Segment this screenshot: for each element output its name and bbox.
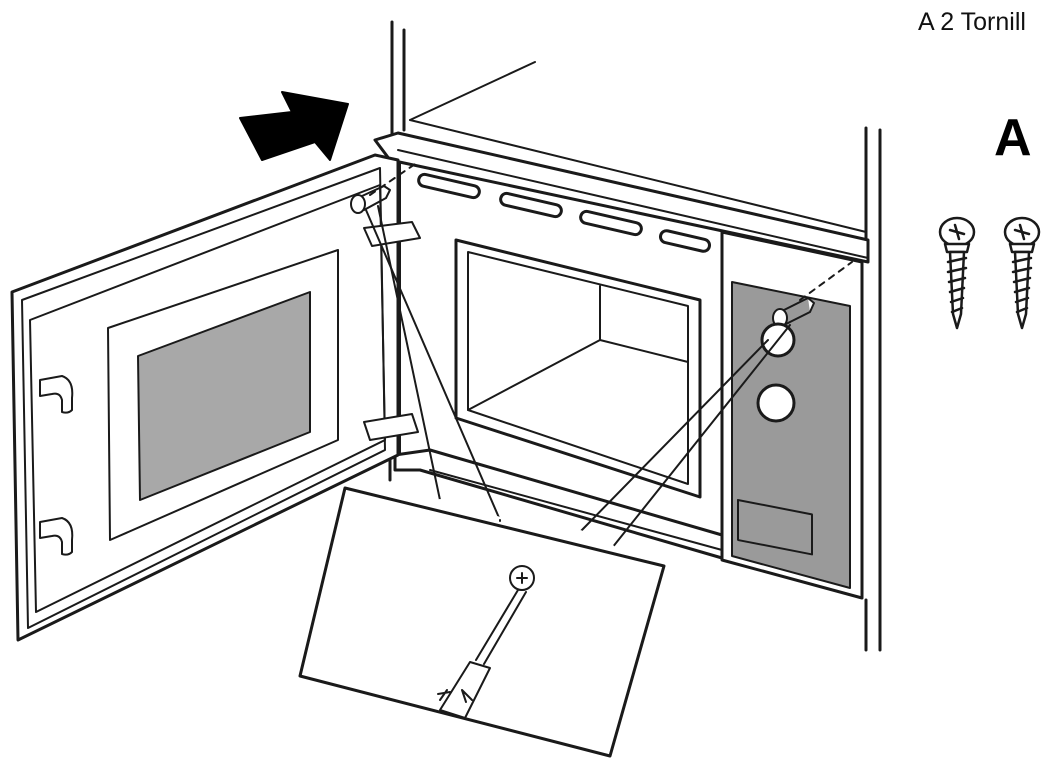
control-knob-icon [756,383,796,423]
push-arrow-icon [239,91,349,161]
screw-icon [1003,216,1041,330]
cabinet-outline [390,20,882,652]
part-label: A [994,109,1032,167]
detail-card [298,486,666,758]
zoom-callout-lines [365,205,791,549]
screw-guide-lines [369,161,853,301]
screw-icon [350,185,391,214]
screw-caption: A 2 Tornill [918,8,1026,36]
microwave-body [373,131,870,560]
screwdriver-icon [437,565,535,719]
control-panel [720,230,864,600]
screw-icon [938,216,976,330]
